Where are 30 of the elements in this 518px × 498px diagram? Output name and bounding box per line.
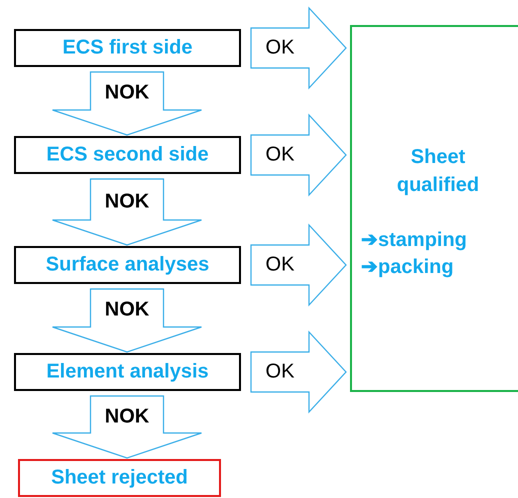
node-label: ➔stamping	[361, 228, 467, 252]
block-arrow	[250, 330, 347, 414]
edge-label: NOK	[104, 82, 150, 104]
edge-label: OK	[266, 360, 294, 384]
block-arrow	[52, 71, 202, 136]
node-label: ➔packing	[361, 255, 454, 279]
edge-label: NOK	[104, 298, 150, 322]
node-label: ECS second side	[45, 144, 210, 166]
node-label: Surface analyses	[44, 254, 210, 276]
block-arrow	[250, 6, 347, 90]
block-arrow	[52, 288, 202, 353]
node-label: Element analysis	[45, 360, 210, 384]
process-box	[14, 353, 241, 391]
edge-label: NOK	[104, 405, 150, 428]
terminal-box	[18, 459, 221, 497]
result-box	[350, 25, 518, 392]
edge-label: OK	[266, 36, 294, 60]
block-arrow	[250, 113, 347, 197]
process-box	[14, 136, 241, 174]
block-arrow	[52, 395, 202, 459]
block-arrow	[250, 223, 347, 307]
block-arrow	[52, 178, 202, 246]
node-label: Sheet qualified	[396, 145, 480, 198]
node-label: Sheet rejected	[50, 466, 189, 490]
edge-label: OK	[266, 254, 294, 276]
process-box	[14, 246, 241, 284]
node-label: ECS first side	[61, 36, 194, 60]
edge-label: NOK	[104, 190, 150, 213]
edge-label: OK	[266, 144, 294, 166]
process-box	[14, 29, 241, 67]
